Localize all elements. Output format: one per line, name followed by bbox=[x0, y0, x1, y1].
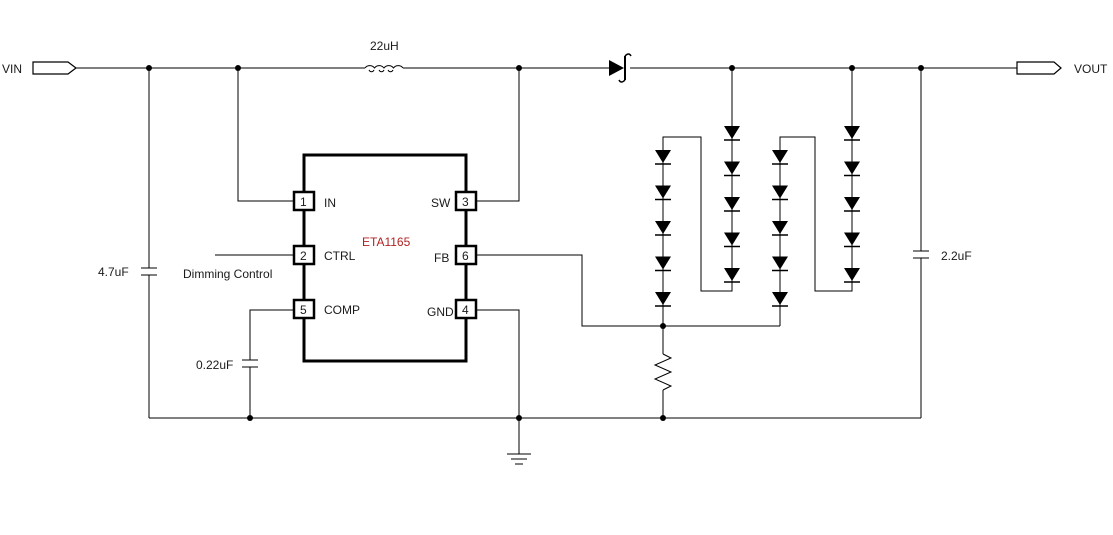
junction-dots bbox=[146, 65, 924, 421]
led-icon bbox=[655, 292, 671, 307]
in-wire bbox=[237, 68, 293, 202]
led-icon bbox=[724, 126, 740, 141]
led-icon bbox=[844, 268, 860, 283]
led-icon bbox=[844, 232, 860, 248]
pin-6-name: FB bbox=[434, 251, 449, 265]
fb-wire bbox=[476, 254, 780, 327]
inductor: 22uH bbox=[364, 39, 404, 73]
led-icon bbox=[772, 292, 788, 307]
pin-5-number: 5 bbox=[300, 303, 307, 317]
pin-6: 6 FB bbox=[434, 244, 478, 266]
pin-5-name: COMP bbox=[324, 303, 360, 317]
led-icon bbox=[772, 185, 788, 201]
led-strings bbox=[655, 126, 860, 307]
vout-label: VOUT bbox=[1074, 62, 1108, 76]
pin-3-name: SW bbox=[431, 196, 451, 210]
sw-wire bbox=[476, 68, 520, 202]
vout-port: VOUT bbox=[1016, 61, 1108, 76]
pin-4-name: GND bbox=[427, 305, 454, 319]
schottky-diode bbox=[609, 53, 632, 83]
led-icon bbox=[655, 256, 671, 272]
cap-comp-label: 0.22uF bbox=[196, 358, 233, 372]
output-capacitor: 2.2uF bbox=[913, 68, 972, 418]
sense-resistor bbox=[653, 326, 673, 418]
inductor-label: 22uH bbox=[370, 39, 399, 53]
input-capacitor: 4.7uF bbox=[98, 68, 157, 418]
cap-in-label: 4.7uF bbox=[98, 265, 129, 279]
vin-label: VIN bbox=[2, 62, 22, 76]
chip-name: ETA1165 bbox=[362, 235, 411, 249]
led-icon bbox=[724, 161, 740, 177]
pin-4: 4 GND bbox=[427, 298, 478, 320]
pin-1: 1 IN bbox=[292, 190, 336, 212]
led-icon bbox=[724, 197, 740, 212]
led-icon bbox=[844, 126, 860, 141]
gnd-wire bbox=[476, 309, 520, 418]
led-icon bbox=[655, 221, 671, 236]
led-icon bbox=[724, 268, 740, 283]
pin-3-number: 3 bbox=[462, 195, 469, 209]
pin-1-number: 1 bbox=[300, 195, 307, 209]
led-icon bbox=[655, 150, 671, 165]
led-icon bbox=[844, 161, 860, 177]
vin-port: VIN bbox=[2, 61, 77, 76]
comp-capacitor: 0.22uF bbox=[196, 309, 293, 418]
led-icon bbox=[724, 232, 740, 248]
pin-2-number: 2 bbox=[300, 249, 307, 263]
pin-2-name: CTRL bbox=[324, 249, 356, 263]
cap-out-label: 2.2uF bbox=[941, 249, 972, 263]
led-icon bbox=[772, 221, 788, 236]
pin-5: 5 COMP bbox=[292, 298, 360, 320]
led-icon bbox=[772, 256, 788, 272]
led-icon bbox=[772, 150, 788, 165]
ground-icon bbox=[507, 418, 531, 465]
led-icon bbox=[655, 185, 671, 201]
pin-2: 2 CTRL bbox=[292, 244, 356, 266]
led-wiring bbox=[662, 68, 853, 326]
led-icon bbox=[844, 197, 860, 212]
ctrl-label: Dimming Control bbox=[183, 267, 272, 281]
pin-6-number: 6 bbox=[462, 249, 469, 263]
pin-3: 3 SW bbox=[431, 190, 478, 212]
pin-1-name: IN bbox=[324, 196, 336, 210]
pin-4-number: 4 bbox=[462, 303, 469, 317]
